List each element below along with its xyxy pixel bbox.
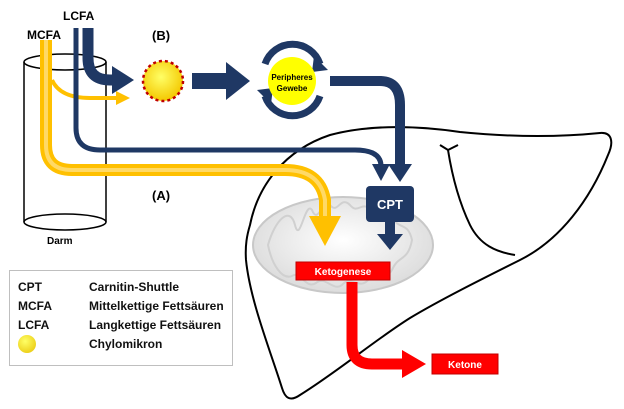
mcfa-branch (50, 79, 118, 100)
arrow-cpt-to-ketogenese-head (377, 234, 403, 250)
arrow-to-peripheral-shaft (192, 73, 228, 89)
lcfa-path-direct (73, 28, 384, 166)
chylomicron-icon (141, 59, 185, 103)
cpt-label: CPT (377, 197, 403, 212)
lcfa-label: LCFA (63, 9, 95, 23)
liver-lobe-line (447, 149, 516, 256)
legend-abbr: CPT (18, 280, 42, 294)
mcfa-arrowhead-a (309, 216, 341, 246)
peripheral-tissue (257, 40, 328, 120)
mcfa-label: MCFA (27, 28, 61, 42)
legend-desc: Chylomikron (89, 337, 163, 351)
mcfa-path-a-inner (44, 40, 327, 218)
darm-label: Darm (47, 236, 73, 247)
arrow-peripheral-to-cpt-head (388, 164, 412, 182)
legend-chylomicron-icon (18, 335, 36, 353)
legend-desc: Langkettige Fettsäuren (89, 318, 222, 332)
legend-abbr: LCFA (18, 318, 50, 332)
arrow-peripheral-to-cpt (330, 76, 405, 165)
label-b: (B) (152, 28, 170, 43)
peripheres-label-2: Gewebe (277, 84, 308, 93)
lcfa-path-b (82, 28, 118, 86)
arrow-ketogenese-to-ketone (346, 282, 405, 370)
ketogenese-box (295, 261, 391, 281)
peripheres-label-1: Peripheres (271, 73, 313, 82)
legend-desc: Mittelkettige Fettsäuren (89, 299, 224, 313)
legend-desc: Carnitin-Shuttle (89, 280, 179, 294)
mcfa-branch-arrowhead (116, 91, 130, 105)
ketone-box (431, 353, 499, 375)
ketogenese-label: Ketogenese (315, 267, 372, 278)
legend: CPT Carnitin-Shuttle MCFA Mittelkettige … (9, 270, 233, 366)
lcfa-direct-arrowhead (372, 164, 390, 181)
arrow-ketogenese-to-ketone-head (402, 350, 426, 378)
arrow-cpt-to-ketogenese-shaft (385, 222, 395, 236)
liver-notch (439, 144, 459, 152)
ketone-label: Ketone (448, 360, 482, 371)
arrow-to-peripheral-head (226, 62, 250, 100)
legend-abbr: MCFA (18, 299, 52, 313)
lcfa-b-arrowhead (112, 66, 134, 94)
cpt-box (366, 186, 414, 222)
label-a: (A) (152, 188, 170, 203)
